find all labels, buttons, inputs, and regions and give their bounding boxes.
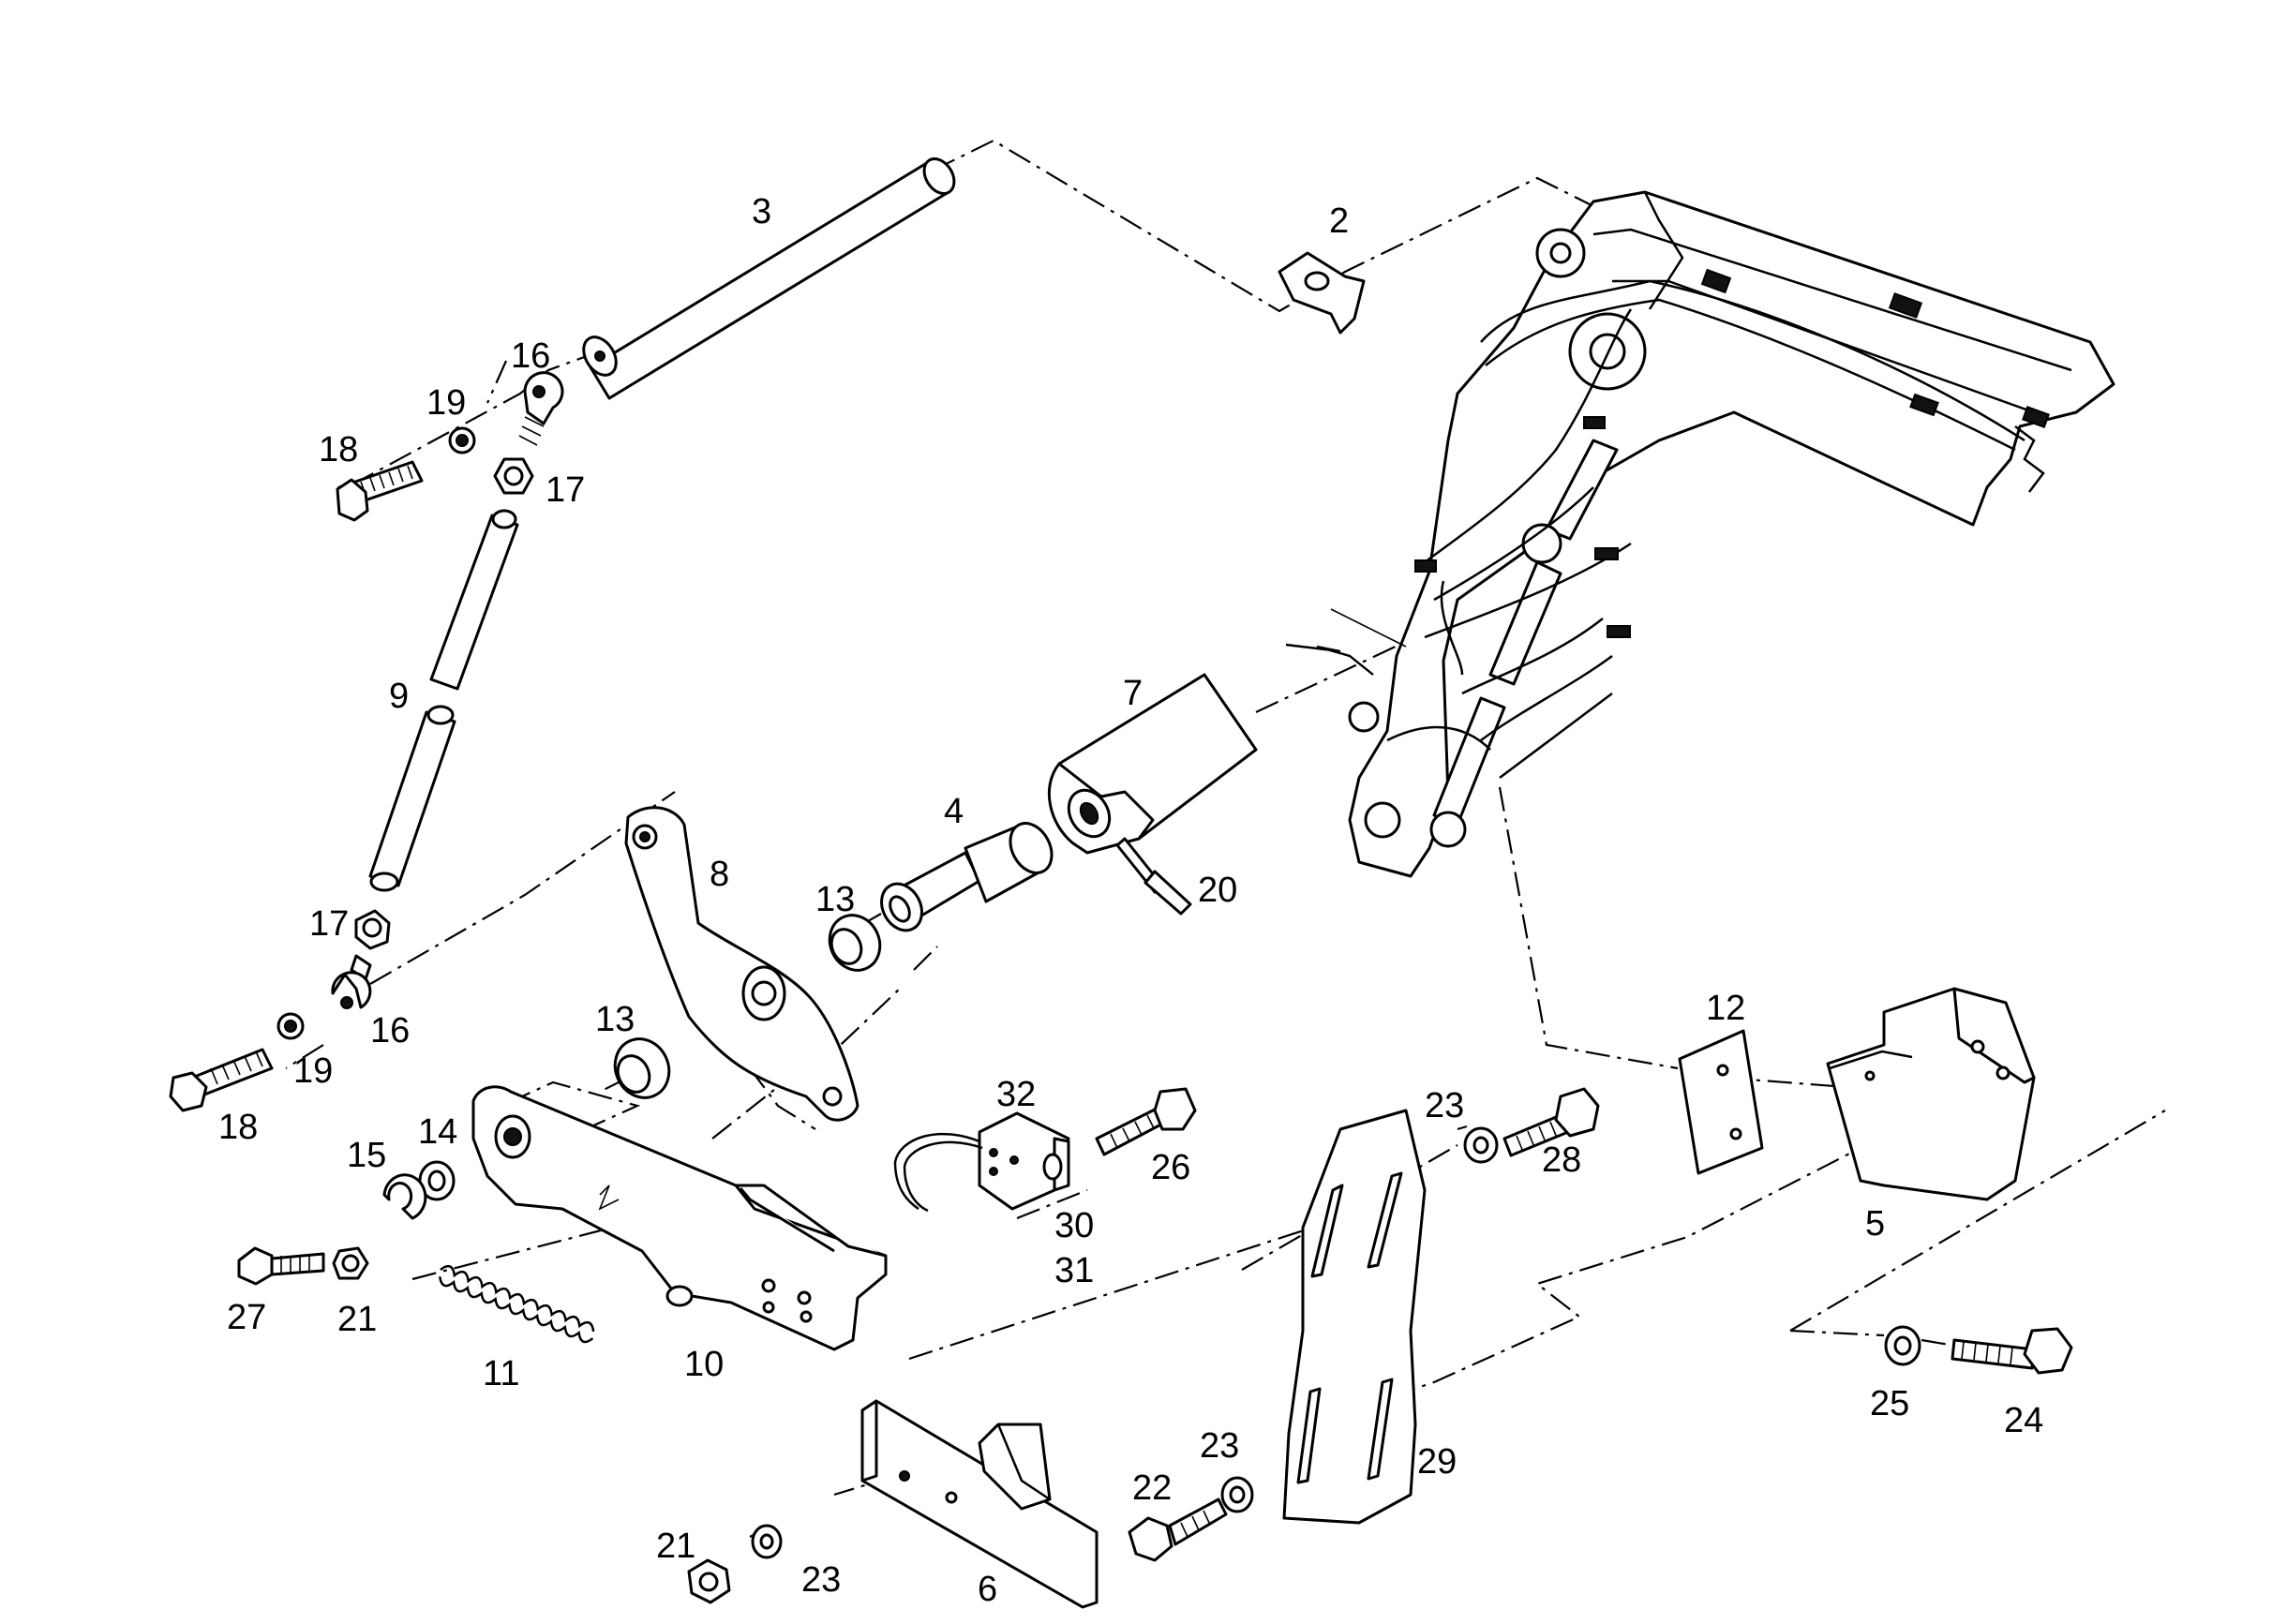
label-2: 2: [1329, 201, 1349, 241]
label-28: 28: [1542, 1140, 1581, 1180]
label-29: 29: [1417, 1442, 1457, 1482]
part-13-bushing-lower: [613, 1037, 671, 1099]
label-4: 4: [944, 792, 964, 831]
label-14: 14: [418, 1112, 457, 1152]
part-21-nut-lower: [687, 1558, 731, 1604]
label-18b: 18: [218, 1108, 258, 1147]
part-3-long-rod: [582, 156, 956, 400]
part-11-spring: [438, 1264, 595, 1344]
boom-assembly: [1285, 190, 2115, 878]
label-5: 5: [1865, 1204, 1885, 1244]
part-23-washer-lower: [751, 1524, 783, 1559]
part-10-lever: [471, 1085, 888, 1351]
label-13a: 13: [815, 880, 855, 919]
label-7: 7: [1123, 674, 1143, 713]
part-8-plate: [624, 806, 859, 1122]
part-5-bracket: [1826, 987, 2036, 1201]
part-labels: 3 2 16 19 18 17 9 7 4 8 13 20 17 16 19 1…: [218, 192, 2043, 1609]
label-8: 8: [710, 855, 729, 894]
label-27: 27: [227, 1298, 266, 1337]
part-15-circlip: [382, 1173, 427, 1220]
lower-linkage-hardware: [169, 909, 391, 1112]
label-32: 32: [996, 1075, 1036, 1114]
label-6: 6: [978, 1570, 997, 1609]
part-25-washer: [1884, 1325, 1921, 1366]
part-32-sensor: [893, 1111, 1070, 1213]
label-18a: 18: [319, 430, 358, 469]
label-12: 12: [1706, 989, 1745, 1028]
label-15: 15: [347, 1136, 386, 1175]
label-25: 25: [1870, 1384, 1909, 1423]
part-23-washer-mid: [1220, 1476, 1254, 1513]
label-13b: 13: [595, 1000, 635, 1039]
label-19a: 19: [426, 383, 466, 423]
part-22-bolt: [1128, 1497, 1228, 1562]
label-30: 30: [1054, 1206, 1094, 1245]
part-26-bolt: [1095, 1087, 1197, 1156]
label-3: 3: [752, 192, 771, 231]
label-23a: 23: [1425, 1086, 1464, 1125]
part-21-nut-upper: [332, 1246, 369, 1280]
leader-lines: [285, 139, 2166, 1538]
part-13-bushing-upper: [828, 914, 882, 972]
part-28-bolt: [1502, 1087, 1600, 1157]
label-26: 26: [1151, 1148, 1190, 1187]
part-12-plate: [1678, 1029, 1764, 1175]
label-19b: 19: [293, 1051, 333, 1091]
label-21b: 21: [656, 1527, 695, 1566]
label-22: 22: [1132, 1468, 1172, 1508]
part-9-rod: [368, 509, 519, 892]
upper-linkage-hardware: [336, 371, 564, 522]
label-9: 9: [389, 677, 409, 716]
label-11: 11: [483, 1354, 519, 1393]
label-16a: 16: [511, 336, 550, 376]
part-24-bolt: [1951, 1327, 2073, 1375]
label-23b: 23: [1200, 1426, 1239, 1466]
label-24: 24: [2004, 1401, 2043, 1440]
label-31: 31: [1054, 1251, 1094, 1290]
part-4-pin: [880, 822, 1054, 932]
part-2-bracket: [1278, 251, 1366, 335]
label-21a: 21: [337, 1300, 377, 1339]
label-17a: 17: [546, 470, 585, 510]
label-16b: 16: [370, 1011, 410, 1050]
part-27-bolt: [237, 1246, 325, 1286]
part-7-arm: [1047, 673, 1258, 916]
part-23-washer-upper: [1463, 1126, 1499, 1164]
label-17b: 17: [309, 904, 349, 944]
part-29-slotted-plate: [1282, 1109, 1427, 1525]
part-14-washer: [418, 1160, 456, 1201]
label-10: 10: [684, 1345, 724, 1384]
label-20: 20: [1198, 871, 1237, 910]
label-23c: 23: [801, 1560, 841, 1600]
part-6-bar: [860, 1399, 1099, 1609]
